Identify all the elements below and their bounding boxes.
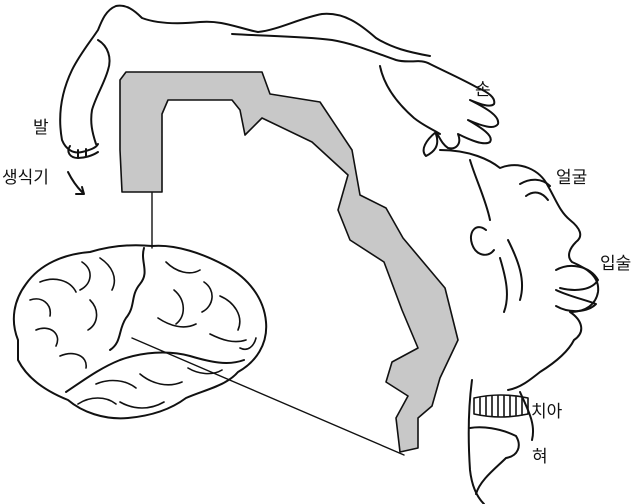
- genitals-arrow: [67, 171, 85, 195]
- arm-and-hand: [231, 33, 500, 157]
- eye-brow: [519, 178, 551, 201]
- label-hand: 손: [475, 80, 491, 100]
- ear: [470, 226, 495, 256]
- neck-outline: [467, 379, 534, 504]
- label-face: 얼굴: [556, 168, 588, 188]
- label-foot: 발: [33, 118, 49, 138]
- teeth-row: [473, 394, 529, 418]
- label-genitals: 생식기: [2, 168, 49, 188]
- lips: [555, 264, 599, 312]
- label-tongue: 혀: [532, 447, 548, 467]
- nose-cheek-lines: [499, 239, 524, 313]
- label-lips: 입술: [600, 254, 632, 274]
- label-teeth: 치아: [531, 402, 563, 422]
- connector-line-bottom: [131, 337, 405, 456]
- head-profile: [439, 149, 600, 391]
- brain-lateral-sulcus: [65, 351, 245, 393]
- tongue: [469, 426, 520, 495]
- brain-outline: [12, 244, 268, 420]
- brain-central-sulcus: [109, 247, 146, 351]
- cortex-band: [119, 71, 459, 453]
- body-figure: [59, 4, 431, 154]
- foot-outline: [67, 145, 99, 159]
- brain-gyri: [29, 257, 257, 409]
